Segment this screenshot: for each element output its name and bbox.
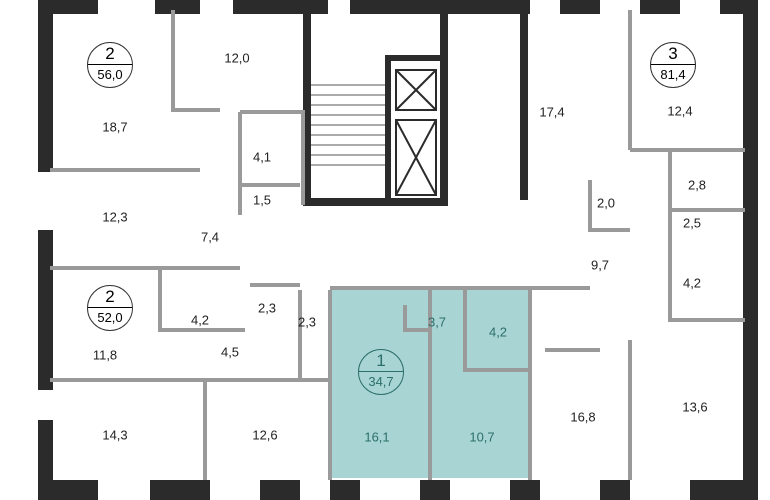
room-area: 18,7 [102, 119, 128, 135]
room-area: 12,3 [102, 209, 128, 225]
apartment-area: 34,7 [368, 374, 394, 389]
room-area: 10,7 [469, 429, 495, 445]
room-area: 4,2 [488, 324, 508, 340]
room-area: 2,5 [682, 215, 702, 231]
apartment-area: 81,4 [660, 67, 686, 82]
interior-partitions [50, 10, 745, 480]
room-area: 17,4 [539, 104, 565, 120]
stairs [311, 84, 385, 166]
room-area: 16,1 [364, 429, 390, 445]
room-area: 2,0 [596, 195, 616, 211]
room-area: 14,3 [102, 427, 128, 443]
room-count: 2 [88, 43, 132, 65]
room-area: 12,6 [252, 427, 278, 443]
room-area: 12,0 [224, 50, 250, 66]
room-area: 3,7 [427, 314, 447, 330]
room-count: 1 [359, 350, 403, 372]
room-area: 13,6 [682, 399, 708, 415]
room-area: 9,7 [590, 257, 610, 273]
room-area: 12,4 [667, 103, 693, 119]
room-area: 2,3 [257, 300, 277, 316]
room-area: 4,2 [682, 275, 702, 291]
room-area: 1,5 [252, 192, 272, 208]
room-area: 2,3 [297, 314, 317, 330]
room-count: 3 [651, 43, 695, 65]
room-area: 7,4 [200, 229, 220, 245]
room-area: 11,8 [92, 347, 118, 363]
room-area: 4,1 [252, 149, 272, 165]
apartment-area: 52,0 [97, 310, 123, 325]
room-count: 2 [88, 286, 132, 308]
room-area: 4,2 [190, 312, 210, 328]
elevators [395, 69, 437, 196]
room-area: 4,5 [220, 344, 240, 360]
exterior-walls [38, 0, 758, 500]
room-area: 16,8 [570, 409, 596, 425]
room-area: 2,8 [687, 177, 707, 193]
apartment-area: 56,0 [97, 67, 123, 82]
